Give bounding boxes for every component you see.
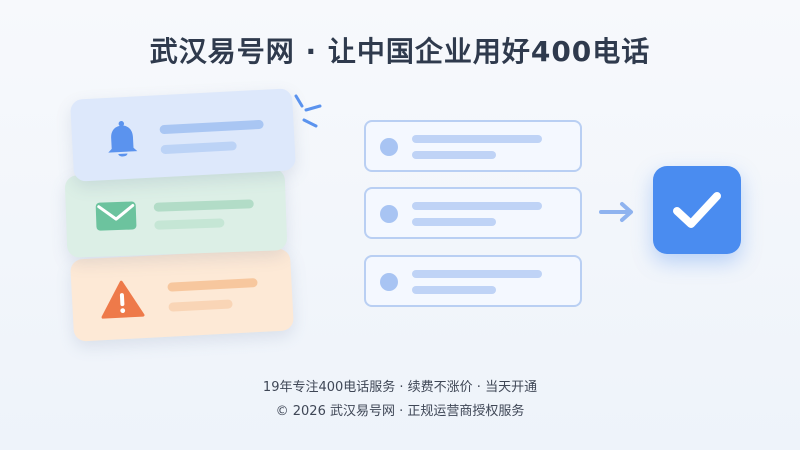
bell-card xyxy=(70,88,296,182)
warning-icon xyxy=(101,280,145,319)
check-badge xyxy=(653,166,741,254)
mail-card-line xyxy=(154,218,225,230)
bell-icon xyxy=(108,121,138,157)
footer-copyright: © 2026 武汉易号网 · 正规运营商授权服务 xyxy=(275,404,525,419)
list-panel-line xyxy=(412,286,496,294)
mail-card-line xyxy=(153,199,254,212)
list-panel xyxy=(364,187,582,239)
footer-tagline: 19年专注400电话服务 · 续费不涨价 · 当天开通 xyxy=(262,380,538,395)
sparkle-icon xyxy=(294,94,322,128)
envelope-icon xyxy=(95,201,137,231)
alert-card-line xyxy=(167,278,258,292)
list-panel-line xyxy=(412,135,542,143)
list-panel-dot xyxy=(380,273,398,291)
alert-card xyxy=(70,248,294,342)
bell-card-line xyxy=(159,119,264,135)
list-panel xyxy=(364,120,582,172)
list-panel-dot xyxy=(380,138,398,156)
list-panel-line xyxy=(412,270,542,278)
page-title: 武汉易号网 · 让中国企业用好400电话 xyxy=(149,35,651,68)
notification-stack xyxy=(60,88,310,342)
alert-card-line xyxy=(168,299,233,312)
checkmark-icon xyxy=(673,192,721,228)
list-panel-line xyxy=(412,151,496,159)
list-panel-dot xyxy=(380,205,398,223)
mail-card xyxy=(64,168,288,258)
bell-card-line xyxy=(160,141,237,155)
list-panel xyxy=(364,255,582,307)
list-panel-line xyxy=(412,202,542,210)
arrow-right-icon xyxy=(599,202,633,222)
list-panel-line xyxy=(412,218,496,226)
